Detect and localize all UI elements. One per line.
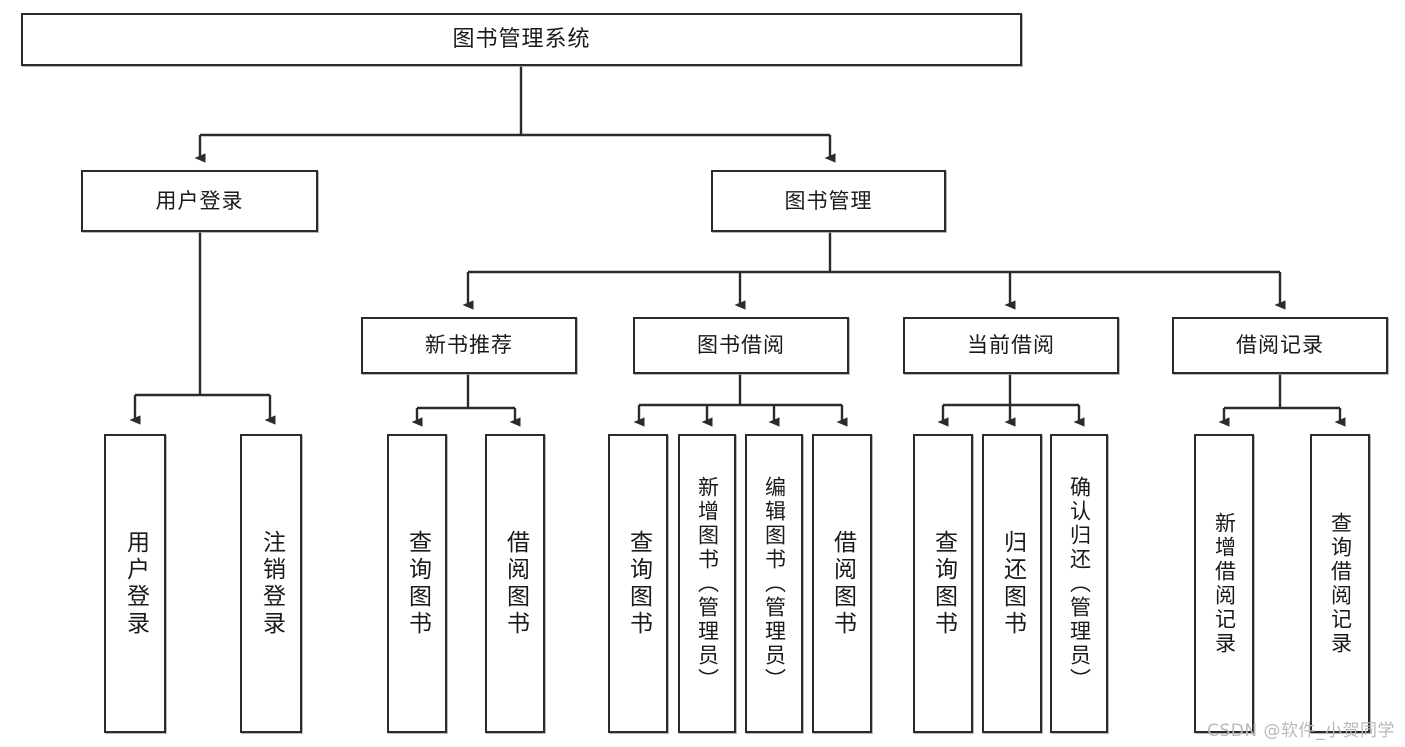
leaf-query-borrow-record[interactable]: 查询借阅记录 xyxy=(1310,434,1370,733)
node-user-login-label: 用户登录 xyxy=(155,188,244,213)
leaf-borrow-book-recommend[interactable]: 借阅图书 xyxy=(485,434,545,733)
leaf-add-book-label: 新增图书（管理员） xyxy=(695,475,720,692)
leaf-return-book[interactable]: 归还图书 xyxy=(982,434,1042,733)
node-book-manage[interactable]: 图书管理 xyxy=(711,170,946,232)
node-root[interactable]: 图书管理系统 xyxy=(21,13,1022,66)
node-book-borrow-label: 图书借阅 xyxy=(697,333,785,358)
leaf-query-book-current-label: 查询图书 xyxy=(930,529,957,638)
leaf-query-book-recommend-label: 查询图书 xyxy=(404,529,431,638)
leaf-add-borrow-record[interactable]: 新增借阅记录 xyxy=(1194,434,1254,733)
csdn-watermark: CSDN @软件_小贺同学 xyxy=(1207,721,1395,741)
leaf-query-borrow-record-label: 查询借阅记录 xyxy=(1328,511,1353,656)
leaf-borrow-book-recommend-label: 借阅图书 xyxy=(502,529,529,638)
leaf-query-book-borrow[interactable]: 查询图书 xyxy=(608,434,668,733)
node-current-borrow[interactable]: 当前借阅 xyxy=(903,317,1119,374)
leaf-user-logout-label: 注销登录 xyxy=(258,529,285,638)
leaf-user-login-label: 用户登录 xyxy=(122,529,149,638)
leaf-user-logout[interactable]: 注销登录 xyxy=(240,434,302,733)
leaf-add-book[interactable]: 新增图书（管理员） xyxy=(678,434,736,733)
node-user-login[interactable]: 用户登录 xyxy=(81,170,318,232)
node-borrow-record-label: 借阅记录 xyxy=(1236,333,1324,358)
leaf-edit-book[interactable]: 编辑图书（管理员） xyxy=(745,434,803,733)
node-new-book-recommend[interactable]: 新书推荐 xyxy=(361,317,577,374)
leaf-borrow-book[interactable]: 借阅图书 xyxy=(812,434,872,733)
node-book-manage-label: 图书管理 xyxy=(784,188,873,213)
leaf-query-book-recommend[interactable]: 查询图书 xyxy=(387,434,447,733)
leaf-return-book-label: 归还图书 xyxy=(999,529,1026,638)
node-new-book-recommend-label: 新书推荐 xyxy=(425,333,513,358)
leaf-borrow-book-label: 借阅图书 xyxy=(829,529,856,638)
node-current-borrow-label: 当前借阅 xyxy=(967,333,1055,358)
node-borrow-record[interactable]: 借阅记录 xyxy=(1172,317,1388,374)
node-book-borrow[interactable]: 图书借阅 xyxy=(633,317,849,374)
leaf-add-borrow-record-label: 新增借阅记录 xyxy=(1212,511,1237,656)
leaf-edit-book-label: 编辑图书（管理员） xyxy=(762,475,787,692)
leaf-user-login[interactable]: 用户登录 xyxy=(104,434,166,733)
leaf-query-book-current[interactable]: 查询图书 xyxy=(913,434,973,733)
leaf-confirm-return-label: 确认归还（管理员） xyxy=(1067,475,1092,692)
leaf-query-book-borrow-label: 查询图书 xyxy=(625,529,652,638)
node-root-label: 图书管理系统 xyxy=(452,26,591,52)
leaf-confirm-return[interactable]: 确认归还（管理员） xyxy=(1050,434,1108,733)
